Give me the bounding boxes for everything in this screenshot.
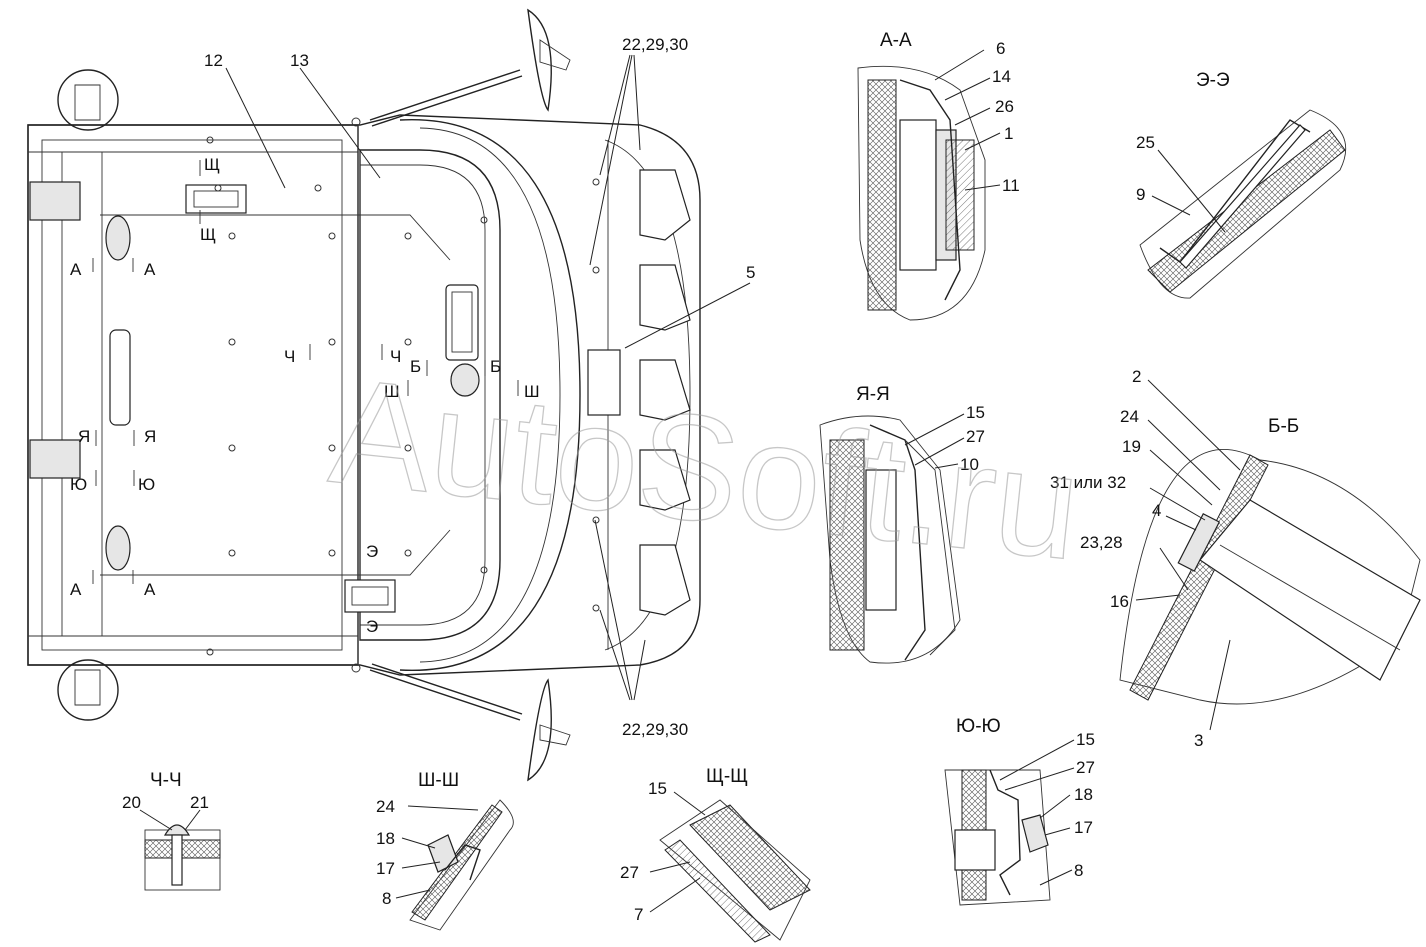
- title-section-chch: Ч-Ч: [150, 770, 182, 791]
- title-section-yaya: Я-Я: [856, 384, 890, 405]
- ee-callout-9: 9: [1136, 185, 1145, 204]
- chch-callout-20: 20: [122, 793, 141, 812]
- title-section-ee: Э-Э: [1196, 70, 1230, 91]
- mark-shch-bottom: Щ: [200, 225, 216, 244]
- mark-a1-right: А: [144, 260, 156, 279]
- yuyu-callout-27: 27: [1076, 758, 1095, 777]
- detail-section-yaya: Я-Я 15 27 10: [819, 384, 985, 664]
- ee-callout-25: 25: [1136, 133, 1155, 152]
- shsh-callout-18: 18: [376, 829, 395, 848]
- detail-section-shchshch: Щ-Щ 15 27 7: [620, 766, 811, 943]
- bb-callout-23: 23,28: [1080, 533, 1123, 552]
- mirror-top-right: [369, 8, 571, 127]
- yuyu-callout-8: 8: [1074, 861, 1083, 880]
- mark-ya-left: Я: [78, 427, 90, 446]
- rivets: [206, 117, 600, 673]
- title-section-shchshch: Щ-Щ: [706, 766, 748, 787]
- mirror-bottom-left: [57, 659, 119, 721]
- mark-sh-left: Ш: [384, 382, 400, 401]
- shsh-callout-17: 17: [376, 859, 395, 878]
- mark-e-bottom: Э: [366, 617, 378, 636]
- chch-callout-21: 21: [190, 793, 209, 812]
- shchshch-callout-15: 15: [648, 779, 667, 798]
- yuyu-callout-15: 15: [1076, 730, 1095, 749]
- detail-section-aa: А-А 6 14 26 1 11: [857, 30, 1020, 321]
- callout-22-bottom: 22,29,30: [622, 720, 688, 739]
- bb-callout-24: 24: [1120, 407, 1139, 426]
- title-section-bb: Б-Б: [1268, 416, 1299, 437]
- mark-shch-top: Щ: [204, 155, 220, 174]
- mark-ya-right: Я: [144, 427, 156, 446]
- mirror-bottom-right: [369, 663, 571, 782]
- callout-13: 13: [290, 51, 309, 70]
- aa-callout-26: 26: [995, 97, 1014, 116]
- mark-a2-left: А: [70, 580, 82, 599]
- detail-section-chch: Ч-Ч 20 21: [122, 770, 221, 891]
- mark-e-top: Э: [366, 542, 378, 561]
- main-top-view: 12 13 22,29,30 22,29,30 5 А А А А Я Я Ю …: [27, 8, 755, 782]
- mark-sh-right: Ш: [524, 382, 540, 401]
- detail-section-shsh: Ш-Ш 24 18 17 8: [376, 770, 514, 931]
- yuyu-callout-17: 17: [1074, 818, 1093, 837]
- detail-section-yuyu: Ю-Ю 15 27 18 17 8: [944, 716, 1095, 906]
- title-section-yuyu: Ю-Ю: [956, 716, 1001, 737]
- shchshch-callout-7: 7: [634, 905, 643, 924]
- yaya-callout-27: 27: [966, 427, 985, 446]
- callout-22-top: 22,29,30: [622, 35, 688, 54]
- yaya-callout-15: 15: [966, 403, 985, 422]
- mark-ch-right: Ч: [390, 347, 401, 366]
- mark-yu-left: Ю: [70, 475, 87, 494]
- callout-5: 5: [746, 263, 755, 282]
- aa-callout-6: 6: [996, 39, 1005, 58]
- shsh-callout-24: 24: [376, 797, 395, 816]
- mark-a2-right: А: [144, 580, 156, 599]
- main-leaders: [225, 54, 751, 701]
- mark-yu-right: Ю: [138, 475, 155, 494]
- shchshch-callout-27: 27: [620, 863, 639, 882]
- bb-callout-2: 2: [1132, 367, 1141, 386]
- detail-section-bb: Б-Б 2 24 19 31 или 32 4 23,28 16 3: [1050, 367, 1421, 750]
- shsh-callout-8: 8: [382, 889, 391, 908]
- mark-ch-left: Ч: [284, 347, 295, 366]
- yuyu-callout-18: 18: [1074, 785, 1093, 804]
- detail-section-ee: Э-Э 25 9: [1136, 70, 1347, 299]
- yaya-callout-10: 10: [960, 455, 979, 474]
- mark-a1-left: А: [70, 260, 82, 279]
- callout-12: 12: [204, 51, 223, 70]
- title-section-aa: А-А: [880, 30, 912, 51]
- bb-callout-3: 3: [1194, 731, 1203, 750]
- mark-b-right: Б: [490, 357, 501, 376]
- cab-outline: [27, 114, 701, 676]
- roof-lights: [639, 169, 691, 616]
- bb-callout-16: 16: [1110, 592, 1129, 611]
- aa-callout-1: 1: [1004, 124, 1013, 143]
- mark-b-left: Б: [410, 357, 421, 376]
- watermark: AutoSoft.ru: [323, 346, 1087, 592]
- bb-callout-4: 4: [1152, 501, 1161, 520]
- aa-callout-11: 11: [1002, 176, 1020, 195]
- mirror-top-left: [57, 69, 119, 131]
- bb-callout-19: 19: [1122, 437, 1141, 456]
- title-section-shsh: Ш-Ш: [418, 770, 459, 791]
- bb-callout-31: 31 или 32: [1050, 473, 1126, 492]
- aa-callout-14: 14: [992, 67, 1011, 86]
- section-arrows: [92, 160, 519, 632]
